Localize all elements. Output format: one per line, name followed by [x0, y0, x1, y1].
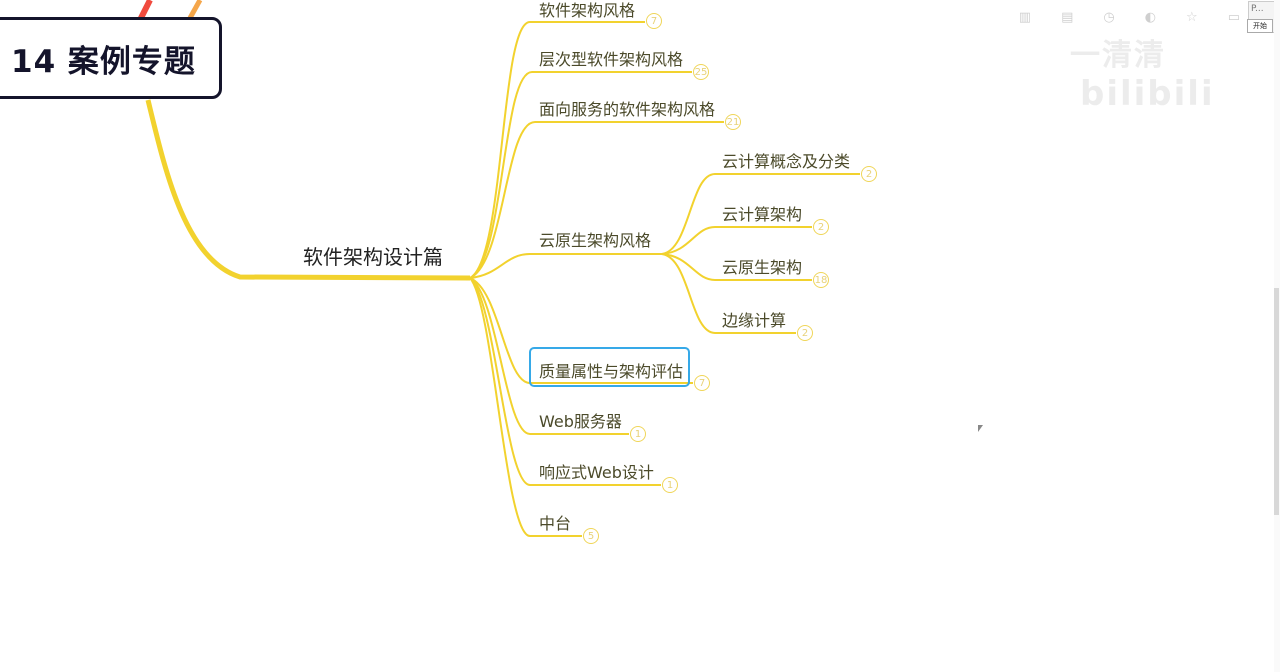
count-badge[interactable]: 5 — [583, 528, 599, 544]
scrollbar-thumb[interactable] — [1274, 288, 1279, 515]
count-badge[interactable]: 2 — [861, 166, 877, 182]
barcode-icon[interactable]: ▥ — [1018, 10, 1032, 25]
watermark: 一清清bilibili — [1070, 38, 1215, 114]
mouse-cursor-icon — [978, 425, 983, 432]
clock-icon[interactable]: ◷ — [1103, 10, 1115, 25]
node-web-server[interactable]: Web服务器 — [539, 412, 622, 431]
window-icon[interactable]: ▭ — [1227, 10, 1240, 25]
node-soa-arch-style[interactable]: 面向服务的软件架构风格 — [539, 100, 716, 119]
selected-node-outline — [529, 347, 690, 387]
node-quality-attributes[interactable]: 质量属性与架构评估 — [539, 362, 684, 381]
count-badge[interactable]: 2 — [813, 219, 829, 235]
node-edge-computing[interactable]: 边缘计算 — [722, 311, 787, 330]
node-software-arch-style[interactable]: 软件架构风格 — [539, 1, 636, 20]
topic-title: 14 案例专题 — [11, 43, 196, 80]
node-cloud-native-style[interactable]: 云原生架构风格 — [539, 231, 652, 250]
count-badge[interactable]: 21 — [725, 114, 741, 130]
count-badge[interactable]: 18 — [813, 272, 829, 288]
mindmap-root-node[interactable]: 软件架构设计篇 — [303, 245, 443, 269]
start-button[interactable]: 开始 — [1247, 19, 1273, 33]
node-layered-arch-style[interactable]: 层次型软件架构风格 — [539, 50, 684, 69]
count-badge[interactable]: 2 — [797, 325, 813, 341]
star-icon[interactable]: ☆ — [1186, 10, 1198, 25]
video-toolbar: ▥ ▤ ◷ ◐ ☆ ▭ — [1019, 10, 1240, 25]
node-middle-platform[interactable]: 中台 — [539, 514, 572, 533]
contrast-icon[interactable]: ◐ — [1144, 10, 1157, 25]
node-cloud-arch[interactable]: 云计算架构 — [722, 205, 803, 224]
count-badge[interactable]: 25 — [693, 64, 709, 80]
node-cloud-native-arch[interactable]: 云原生架构 — [722, 258, 803, 277]
count-badge[interactable]: 1 — [662, 477, 678, 493]
count-badge[interactable]: 7 — [694, 375, 710, 391]
count-badge[interactable]: 1 — [630, 426, 646, 442]
node-responsive-web[interactable]: 响应式Web设计 — [539, 463, 654, 482]
topic-title-box[interactable]: 14 案例专题 — [0, 17, 222, 99]
count-badge[interactable]: 7 — [646, 13, 662, 29]
node-cloud-concepts[interactable]: 云计算概念及分类 — [722, 152, 851, 171]
mini-window-tab[interactable]: P... 开始 — [1247, 1, 1276, 33]
subtitle-icon[interactable]: ▤ — [1061, 10, 1074, 25]
